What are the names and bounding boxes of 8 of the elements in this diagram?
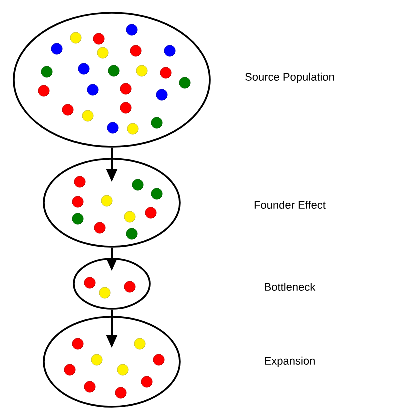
population-circle: [43, 316, 181, 408]
stage-label: Bottleneck: [265, 282, 316, 292]
population-circle: [13, 12, 211, 148]
stage-label: Source Population: [246, 72, 334, 84]
stage-label: Founder Effect: [254, 200, 326, 210]
population-circle: [73, 258, 151, 310]
population-circle: [43, 158, 181, 248]
stage-label: Expansion: [265, 356, 315, 368]
